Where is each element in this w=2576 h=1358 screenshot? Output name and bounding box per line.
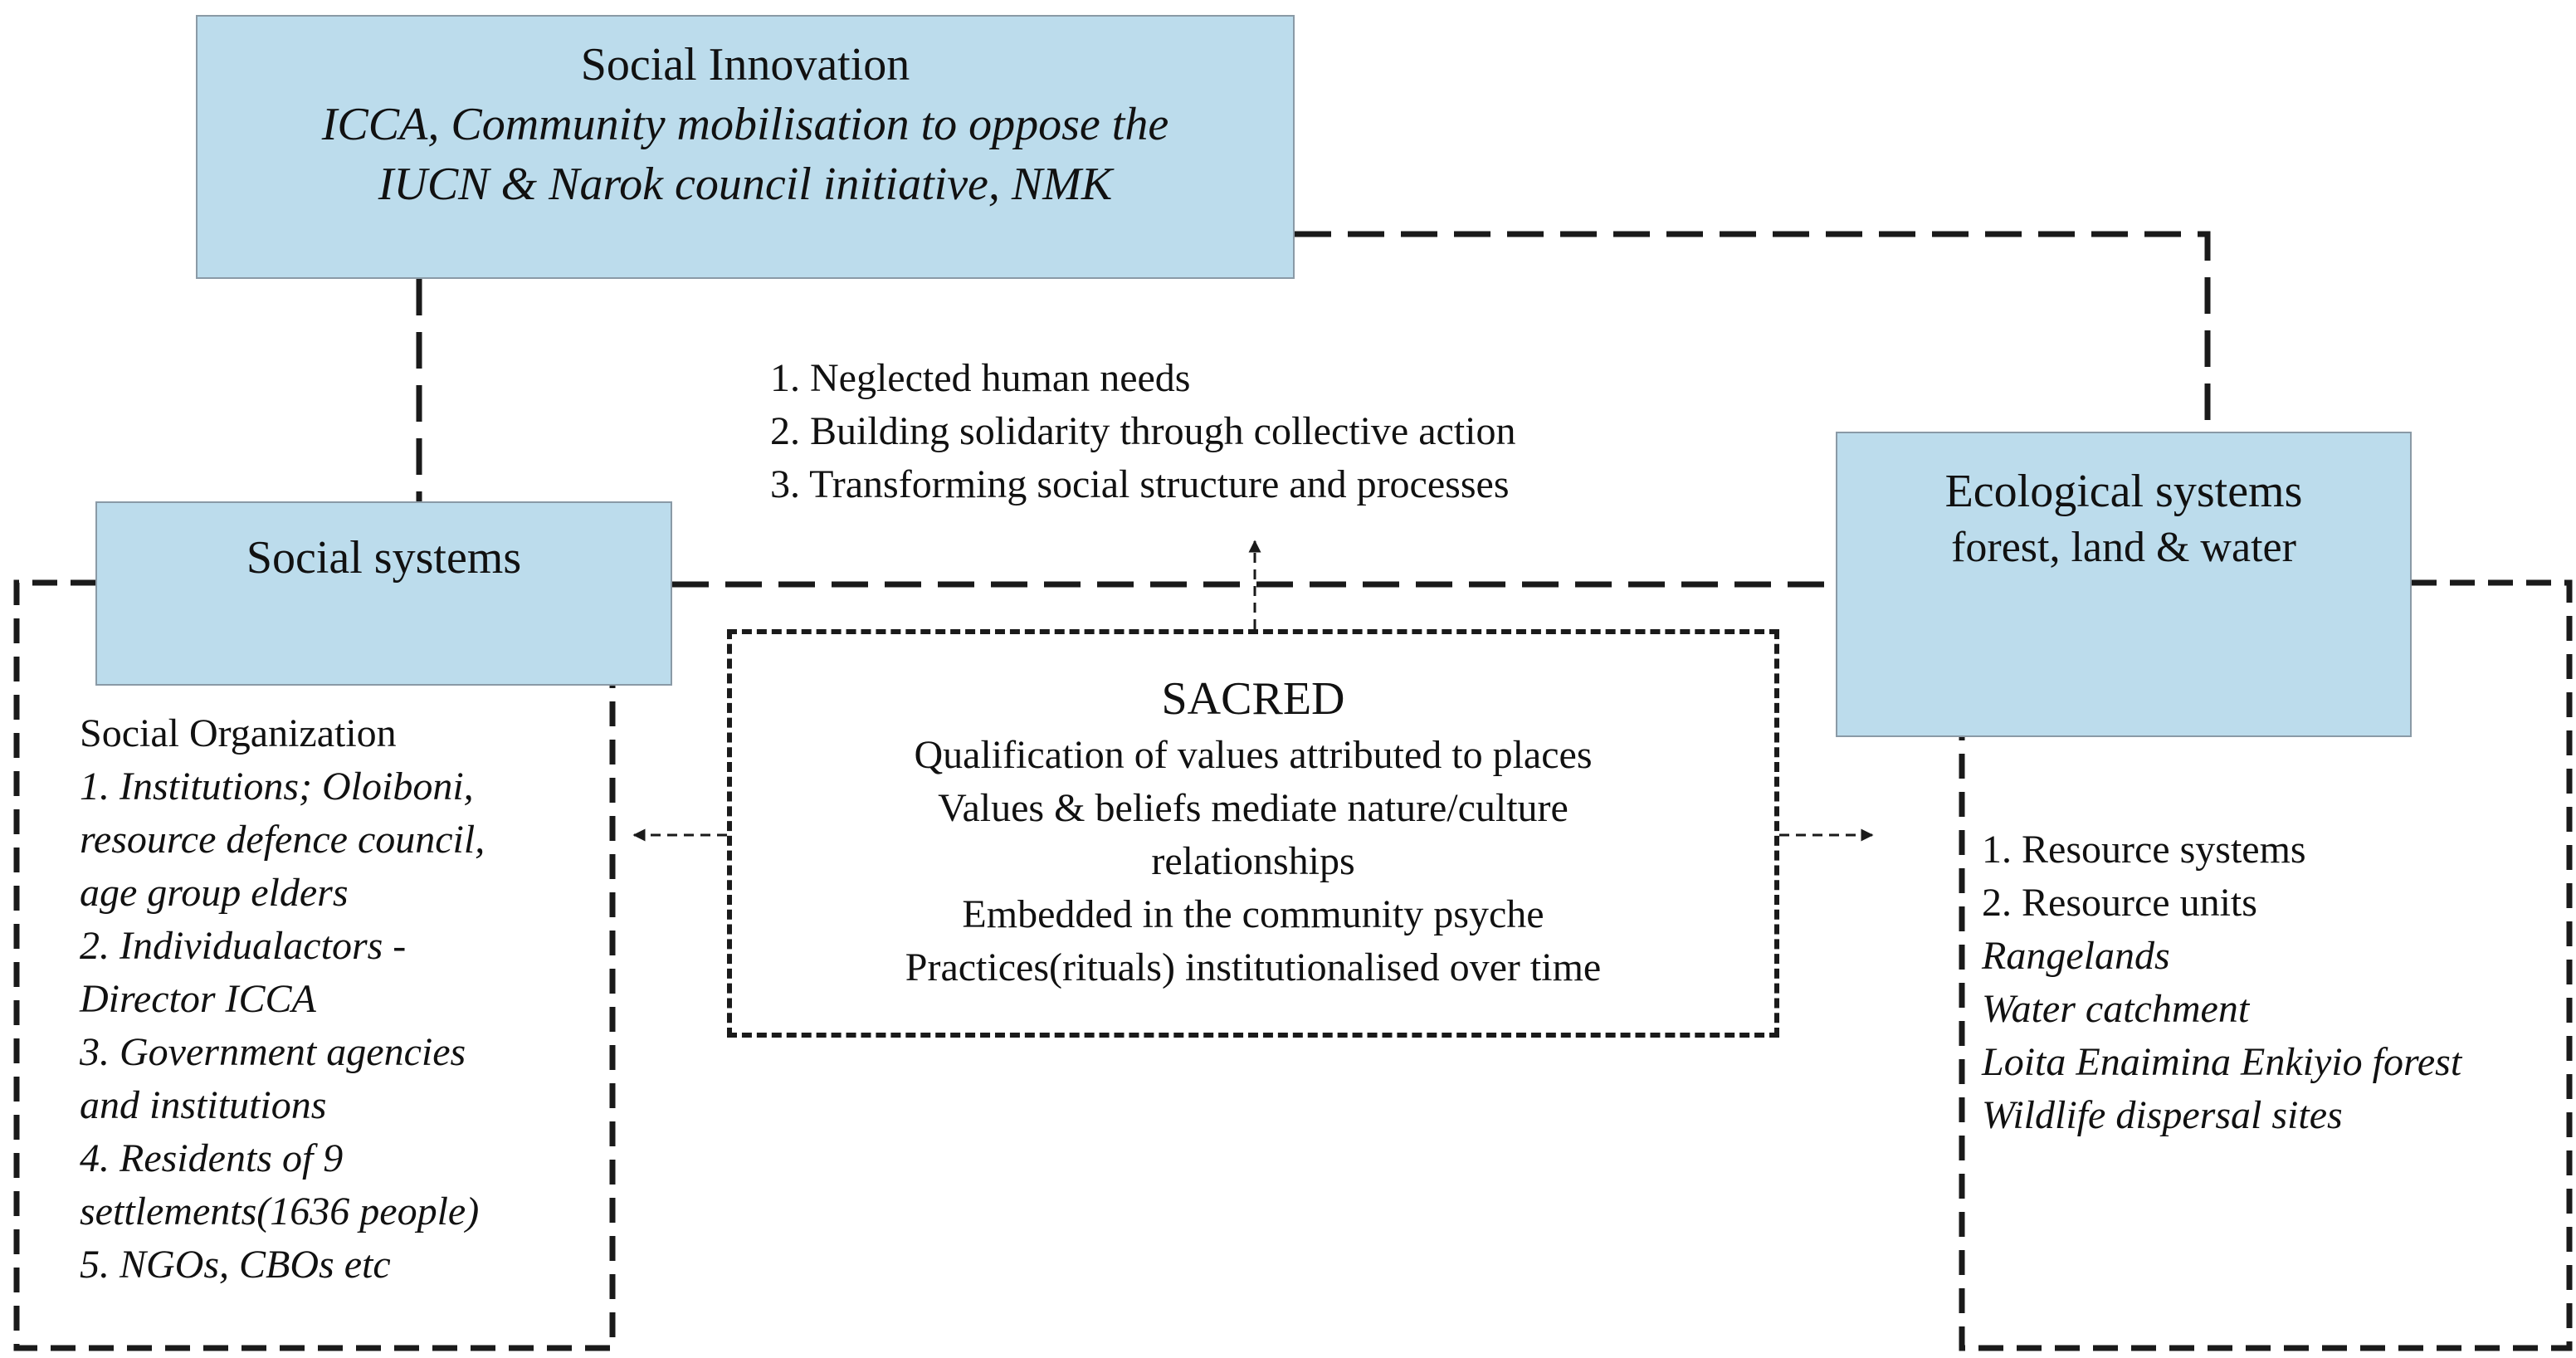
social-organization-item: 5. NGOs, CBOs etc [80,1243,391,1287]
social-organization-list: Social Organization 1. Institutions; Olo… [80,707,611,1292]
outcome-item: 2. Building solidarity through collectiv… [770,409,1516,453]
social-organization-item: 1. Institutions; Oloiboni, [80,764,474,808]
social-systems-box: Social systems [95,501,672,686]
resource-unit-item: Water catchment [1982,987,2250,1031]
social-organization-item: 4. Residents of 9 [80,1136,344,1180]
resource-unit-item: Rangelands [1982,934,2170,978]
ecological-systems-subtitle: forest, land & water [1951,524,2296,571]
social-innovation-line: IUCN & Narok council initiative, NMK [378,159,1113,210]
resource-unit-item: Loita Enaimina Enkiyio forest [1982,1040,2462,1084]
social-organization-item: and institutions [80,1083,327,1127]
resource-list-item: 1. Resource systems [1982,828,2306,872]
social-organization-item: settlements(1636 people) [80,1189,480,1233]
social-organization-item: 3. Government agencies [80,1030,466,1074]
sacred-line: Values & beliefs mediate nature/culture [938,786,1569,830]
social-organization-item: age group elders [80,871,349,915]
social-systems-title: Social systems [246,532,522,584]
resource-unit-item: Wildlife dispersal sites [1982,1093,2343,1137]
social-organization-item: resource defence council, [80,818,485,862]
social-organization-item: Director ICCA [80,977,316,1021]
sacred-line: relationships [1151,839,1355,883]
sacred-line: Qualification of values attributed to pl… [914,733,1593,777]
sacred-line: Embedded in the community psyche [962,892,1544,936]
connector-innovation-ecological [1295,231,2211,432]
sacred-box: SACRED Qualification of values attribute… [727,629,1779,1038]
social-organization-item: 2. Individualactors - [80,924,407,968]
sacred-line: Practices(rituals) institutionalised ove… [905,945,1602,989]
ecological-systems-box: Ecological systems forest, land & water [1836,432,2412,737]
social-systems-frame [13,579,616,1351]
outcome-item: 1. Neglected human needs [770,356,1191,400]
social-innovation-box: Social Innovation ICCA, Community mobili… [196,15,1295,279]
ecological-resources-list: 1. Resource systems 2. Resource units Ra… [1982,823,2563,1142]
ecological-systems-frame [1959,579,2573,1351]
social-innovation-title: Social Innovation [580,39,910,90]
social-organization-heading: Social Organization [80,711,397,755]
outcomes-list: 1. Neglected human needs 2. Building sol… [770,352,1716,511]
sacred-title: SACRED [1161,673,1345,725]
outcome-item: 3. Transforming social structure and pro… [770,462,1510,506]
ecological-systems-title: Ecological systems [1944,466,2303,517]
social-innovation-line: ICCA, Community mobilisation to oppose t… [321,99,1169,150]
resource-list-item: 2. Resource units [1982,881,2257,925]
